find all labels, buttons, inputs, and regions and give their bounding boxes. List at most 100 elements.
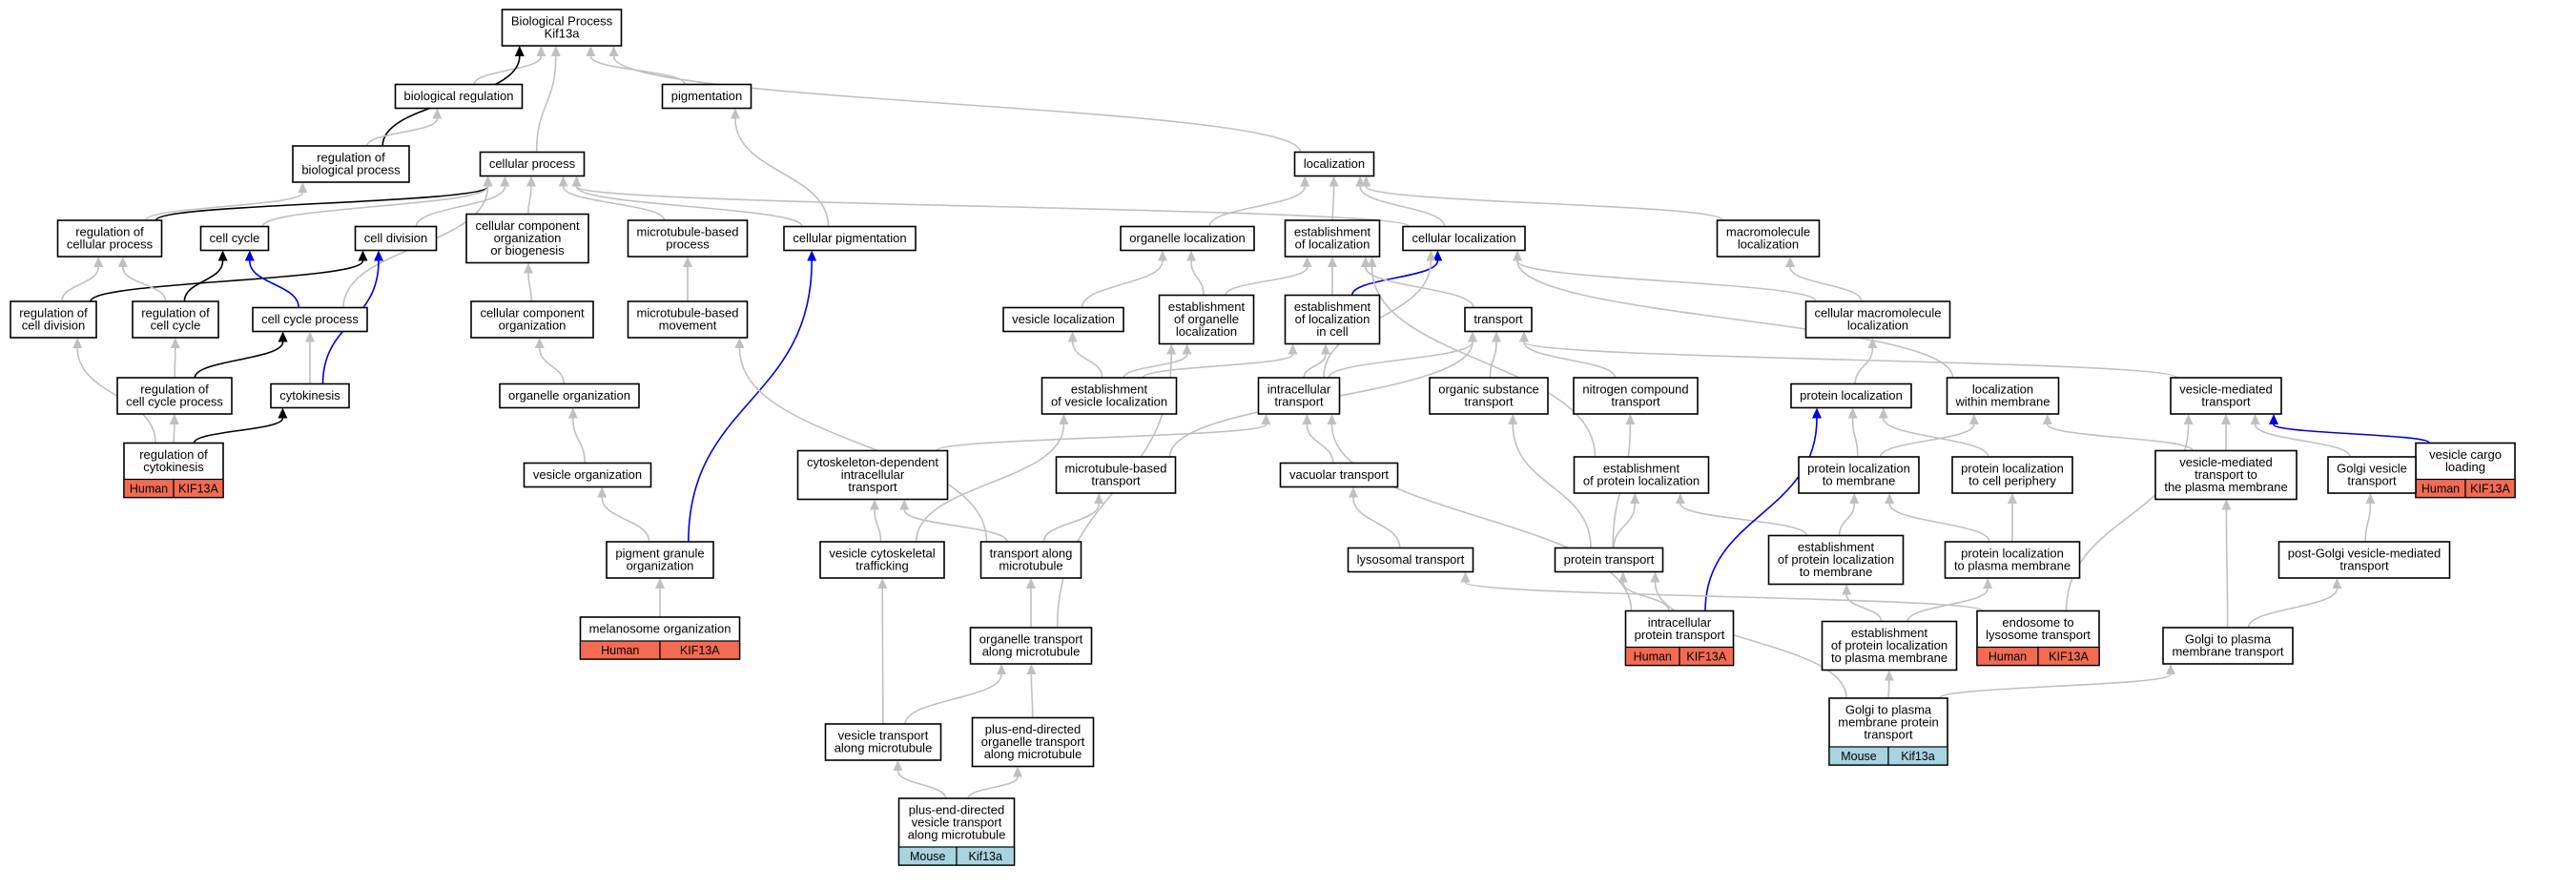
go-term-trans[interactable]: transport	[1464, 306, 1533, 333]
edge-cco-to-ccob	[524, 262, 533, 302]
go-term-cp[interactable]: cellular process	[479, 151, 586, 177]
edge-locmem-to-cellloc	[1513, 250, 1954, 379]
go-term-prott[interactable]: protein transport	[1554, 547, 1664, 573]
go-term-label: of protein localization	[1778, 552, 1894, 567]
go-term-label: transport	[2347, 474, 2397, 488]
go-term-pig[interactable]: pigmentation	[661, 83, 752, 110]
go-term-label: protein localization	[1961, 462, 2064, 476]
go-term-label: along microtubule	[982, 645, 1081, 659]
go-term-label: trafficking	[855, 559, 908, 573]
edge-cd-to-cp	[415, 176, 510, 227]
go-term-label: of vesicle localization	[1051, 395, 1167, 409]
go-term-label: organization	[627, 559, 694, 573]
go-term-label: transport	[1464, 395, 1514, 409]
go-term-orgorg[interactable]: organelle organization	[499, 382, 640, 409]
edge-vmt-to-trans	[1519, 331, 2177, 379]
go-term-label: along microtubule	[835, 741, 933, 755]
go-term-label: pigmentation	[671, 89, 742, 103]
go-term-label: cellular pigmentation	[793, 231, 906, 245]
go-term-cc[interactable]: cell cycle	[199, 225, 270, 252]
go-term-label: cellular macromolecule	[1815, 306, 1942, 320]
go-term-cd[interactable]: cell division	[354, 225, 438, 252]
gene-label: KIF13A	[178, 483, 218, 496]
edge-regcc-to-regcp	[117, 257, 167, 302]
go-term-cdit[interactable]: cytoskeleton-dependentintracellulartrans…	[796, 449, 949, 501]
go-term-vesorg[interactable]: vesicle organization	[523, 462, 652, 488]
go-term-label: intracellular	[1267, 382, 1331, 397]
edge-estorg-to-estloc	[1225, 257, 1312, 296]
go-term-vesloc[interactable]: vesicle localization	[1002, 306, 1124, 333]
edge-mbm-to-mbp	[683, 257, 692, 301]
edge-cp-to-bp	[535, 46, 561, 153]
gene-label: KIF13A	[2049, 651, 2089, 664]
go-term-vact[interactable]: vacuolar transport	[1279, 462, 1399, 488]
go-term-label: process	[666, 237, 710, 252]
edge-cpig-to-cp	[571, 176, 803, 227]
go-term-label: Golgi to plasma	[1845, 703, 1932, 717]
edge-plmem-to-protloc	[1847, 407, 1859, 458]
edge-orgsub-to-trans	[1489, 331, 1501, 379]
go-term-cellloc[interactable]: cellular localization	[1402, 225, 1526, 252]
go-term-loc[interactable]: localization	[1293, 151, 1375, 177]
go-term-label: regulation of	[75, 225, 144, 239]
go-term-breg[interactable]: biological regulation	[394, 83, 524, 110]
go-term-label: cellular component	[480, 306, 585, 320]
go-term-orgloc[interactable]: organelle localization	[1120, 225, 1255, 252]
go-term-label: localization	[1176, 324, 1237, 339]
edge-vesorg-to-orgorg	[567, 407, 586, 464]
go-term-label: protein transport	[1635, 628, 1725, 642]
go-term-cpig[interactable]: cellular pigmentation	[783, 225, 917, 252]
go-term-cytk[interactable]: cytokinesis	[270, 382, 350, 409]
go-term-lyso[interactable]: lysosomal transport	[1347, 547, 1474, 573]
edge-regcyt-to-regccp	[169, 414, 179, 444]
go-term-label: to plasma membrane	[1831, 651, 1947, 665]
go-term-protloc[interactable]: protein localization	[1790, 382, 1912, 409]
go-term-ccp[interactable]: cell cycle process	[252, 306, 368, 333]
